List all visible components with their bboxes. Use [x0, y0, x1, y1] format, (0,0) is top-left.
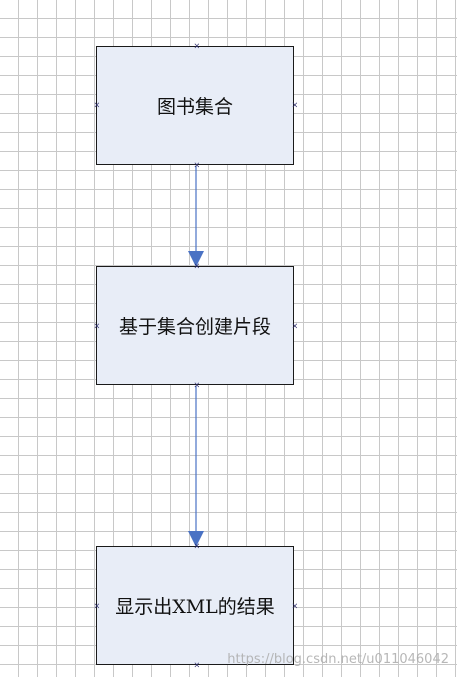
connection-point-icon[interactable]: × — [93, 321, 101, 331]
connection-point-icon[interactable]: × — [93, 601, 101, 611]
node-show-xml-result[interactable]: 显示出XML的结果 — [96, 546, 294, 665]
node-book-collection[interactable]: 图书集合 — [96, 46, 294, 165]
connection-point-icon[interactable]: × — [193, 261, 201, 271]
arrowhead-icon — [188, 531, 204, 547]
connection-point-icon[interactable]: × — [291, 601, 299, 611]
node-label: 图书集合 — [156, 96, 233, 118]
connection-point-icon[interactable]: × — [291, 100, 299, 110]
watermark: https://blog.csdn.net/u011046042 — [227, 652, 449, 667]
edge-fragment-to-result[interactable] — [188, 386, 204, 547]
connection-point-icon[interactable]: × — [93, 100, 101, 110]
connection-point-icon[interactable]: × — [193, 541, 201, 551]
connection-point-icon[interactable]: × — [193, 160, 201, 170]
connection-point-icon[interactable]: × — [193, 380, 201, 390]
node-label: 基于集合创建片段 — [118, 316, 271, 338]
node-label: 显示出XML的结果 — [115, 596, 275, 618]
arrowhead-icon — [188, 251, 204, 267]
connection-point-icon[interactable]: × — [291, 321, 299, 331]
connection-point-icon[interactable]: × — [193, 41, 201, 51]
edge-book-to-fragment[interactable] — [188, 166, 204, 267]
node-create-fragment[interactable]: 基于集合创建片段 — [96, 266, 294, 385]
connection-point-icon[interactable]: × — [193, 660, 201, 670]
